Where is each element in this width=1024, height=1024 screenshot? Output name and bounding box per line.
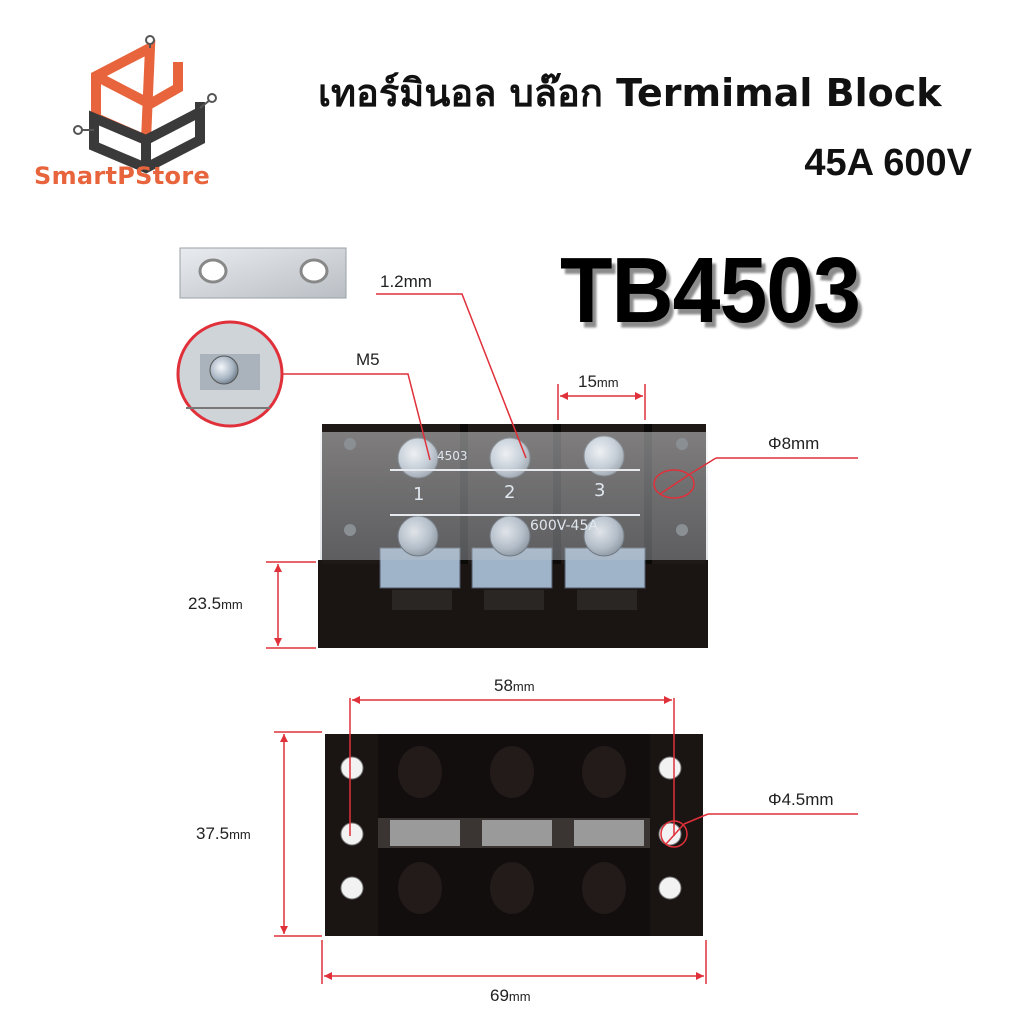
hole-spacing-value: 58 (494, 676, 513, 695)
label-height: 23.5mm (188, 594, 243, 614)
length-value: 69 (490, 986, 509, 1005)
terminal-number-3: 3 (594, 480, 605, 501)
label-mount-hole: Φ4.5mm (768, 790, 834, 809)
pitch-value: 15 (578, 372, 597, 391)
width-unit: mm (229, 827, 251, 842)
block-print-model: 4503 (437, 449, 468, 463)
terminal-block-bottom-view (325, 734, 703, 936)
jumper-strip (179, 247, 347, 299)
brand-name: SmartPStore (34, 162, 211, 190)
height-value: 23.5 (188, 594, 222, 613)
label-top-hole: Φ8mm (768, 434, 820, 453)
label-strip-thickness: 1.2mm (380, 272, 432, 291)
label-hole-spacing: 58mm (494, 676, 535, 696)
label-pitch: 15mm (578, 372, 619, 392)
terminal-number-1: 1 (413, 484, 424, 505)
product-title-thai: เทอร์มินอล บล๊อก Termimal Block (318, 71, 942, 115)
dimension-lines (266, 293, 858, 984)
height-unit: mm (221, 597, 243, 612)
width-value: 37.5 (196, 824, 230, 843)
label-length: 69mm (490, 986, 531, 1006)
terminal-block-side-view (318, 424, 708, 648)
length-unit: mm (508, 989, 531, 1004)
terminal-number-2: 2 (504, 482, 515, 503)
label-screw-size: M5 (356, 350, 380, 369)
label-width: 37.5mm (196, 824, 251, 844)
model-number: TB4503 (560, 239, 861, 343)
pitch-unit: mm (596, 375, 619, 390)
screw-detail-zoom (176, 320, 284, 428)
hole-spacing-unit: mm (512, 679, 535, 694)
block-print-rating: 600V-45A (530, 518, 598, 534)
product-rating-title: 45A 600V (804, 142, 972, 184)
